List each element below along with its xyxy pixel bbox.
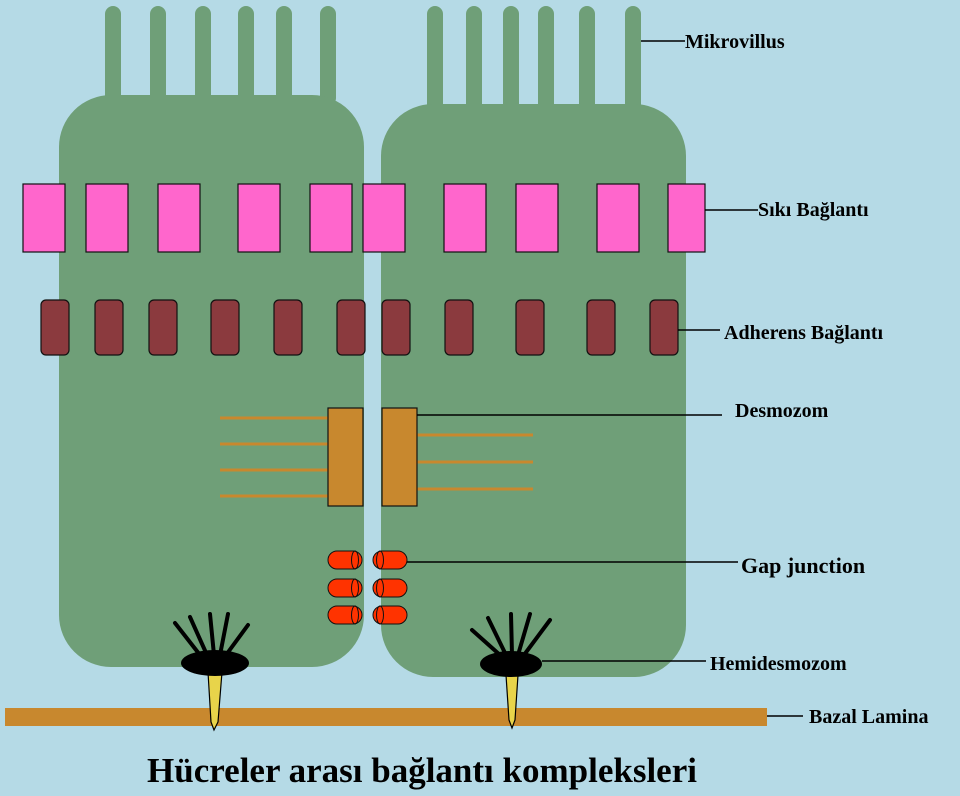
- microvilli-left: [105, 6, 336, 106]
- hemidesmosome-left: [173, 612, 250, 732]
- label-microvillus: Mikrovillus: [685, 31, 785, 53]
- label-gap-junction: Gap junction: [741, 553, 865, 578]
- label-desmosome: Desmozom: [735, 400, 829, 422]
- gap-junction-channels: [351, 550, 384, 625]
- tight-junctions: [22, 183, 706, 253]
- label-hemidesmosome: Hemidesmozom: [710, 653, 847, 675]
- diagram-caption: Hücreler arası bağlantı kompleksleri: [147, 751, 697, 790]
- label-adherens-junction: Adherens Bağlantı: [724, 322, 884, 344]
- hemidesmosome-right: [470, 612, 552, 730]
- desmosome: [220, 407, 533, 507]
- leader-lines: [407, 40, 803, 717]
- cell-left: [59, 95, 364, 667]
- adherens-junctions: [40, 299, 679, 356]
- basal-lamina: [5, 708, 767, 726]
- gap-junctions: [327, 550, 408, 625]
- label-tight-junction: Sıkı Bağlantı: [758, 199, 869, 221]
- microvilli-right: [427, 6, 641, 116]
- label-basal-lamina: Bazal Lamina: [809, 706, 928, 728]
